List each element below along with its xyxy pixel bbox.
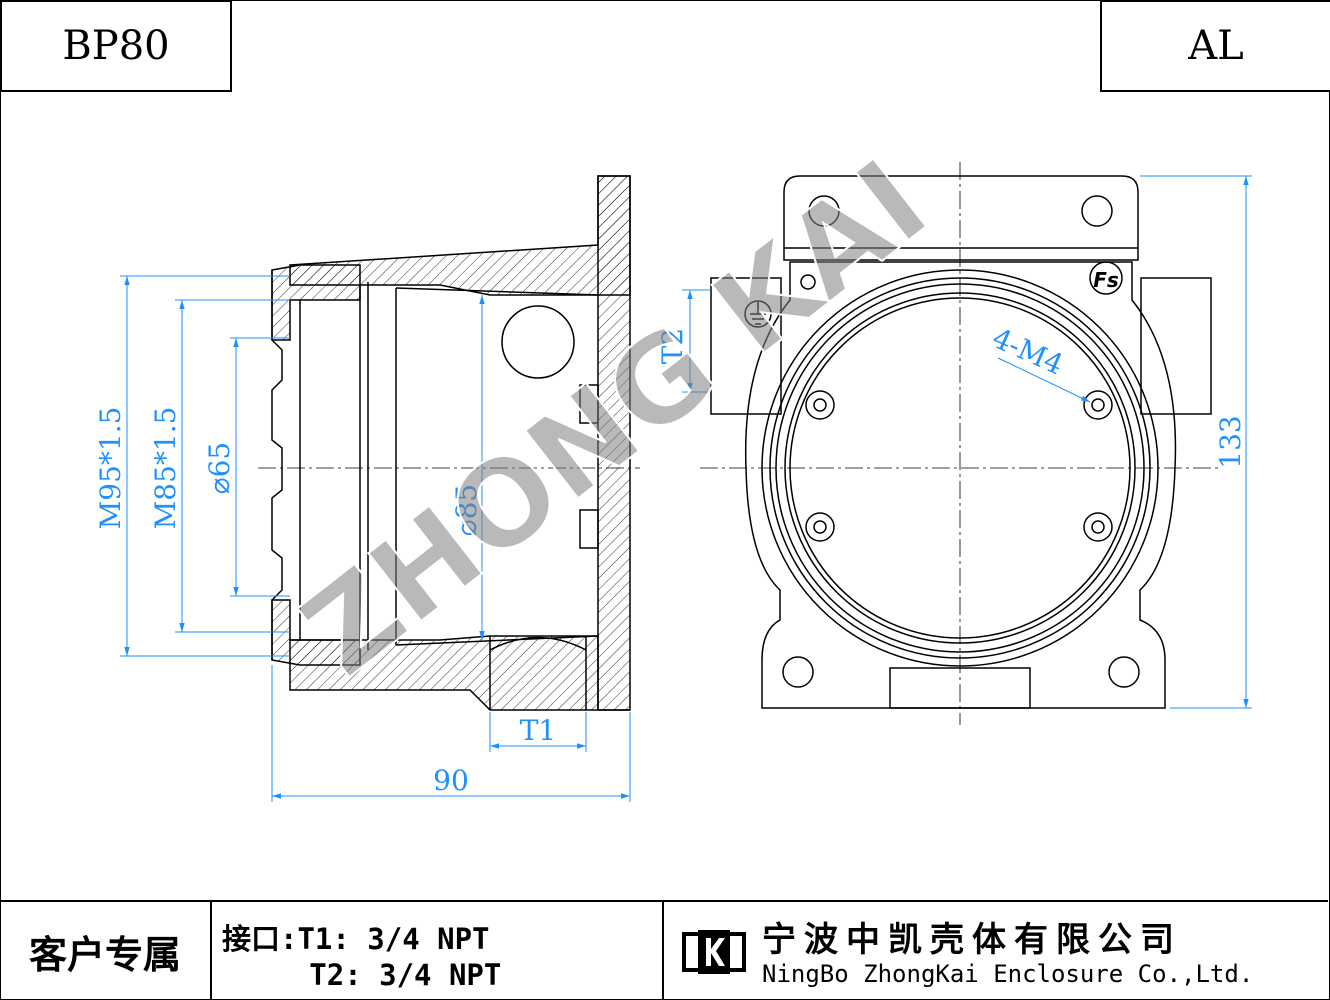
fs-label: Fs bbox=[1093, 268, 1119, 292]
company-name-cn: 宁波中凯壳体有限公司 bbox=[762, 920, 1182, 960]
material-label: AL bbox=[1100, 0, 1330, 92]
dim-length: 90 bbox=[433, 764, 469, 797]
front-view bbox=[700, 162, 1220, 725]
side-section-view bbox=[258, 175, 640, 711]
company-name-en: NingBo ZhongKai Enclosure Co.,Ltd. bbox=[762, 960, 1254, 988]
dim-d65: ⌀65 bbox=[203, 442, 236, 495]
dim-t2: T2 bbox=[656, 328, 689, 365]
dim-t1: T1 bbox=[520, 714, 557, 747]
side-dimension-labels: M95*1.5 M85*1.5 ⌀65 ⌀85 T1 90 bbox=[94, 407, 556, 797]
dim-m95: M95*1.5 bbox=[94, 407, 127, 530]
model-label: BP80 bbox=[0, 0, 232, 92]
port-spec-t1: 接口:T1: 3/4 NPT bbox=[222, 922, 490, 956]
technical-drawing: M95*1.5 M85*1.5 ⌀65 ⌀85 T1 90 bbox=[94, 132, 1252, 802]
dim-m85: M85*1.5 bbox=[149, 407, 182, 530]
front-view-dimensions bbox=[682, 175, 1252, 709]
fs-badge-icon bbox=[1089, 261, 1123, 295]
company-cell: 宁波中凯壳体有限公司 NingBo ZhongKai Enclosure Co.… bbox=[664, 902, 1328, 1000]
side-view-dimensions bbox=[120, 275, 631, 802]
ground-icon bbox=[744, 300, 772, 328]
dim-height: 133 bbox=[1214, 415, 1247, 468]
dim-d85: ⌀85 bbox=[450, 484, 483, 537]
customer-cell: 客户专属 bbox=[0, 902, 212, 1000]
port-spec-t2: T2: 3/4 NPT bbox=[222, 958, 502, 992]
company-logo-icon bbox=[682, 930, 746, 974]
port-spec-cell: 接口:T1: 3/4 NPT T2: 3/4 NPT bbox=[212, 902, 664, 1000]
title-block: 客户专属 接口:T1: 3/4 NPT T2: 3/4 NPT 宁波中凯壳体有限… bbox=[0, 900, 1328, 1000]
